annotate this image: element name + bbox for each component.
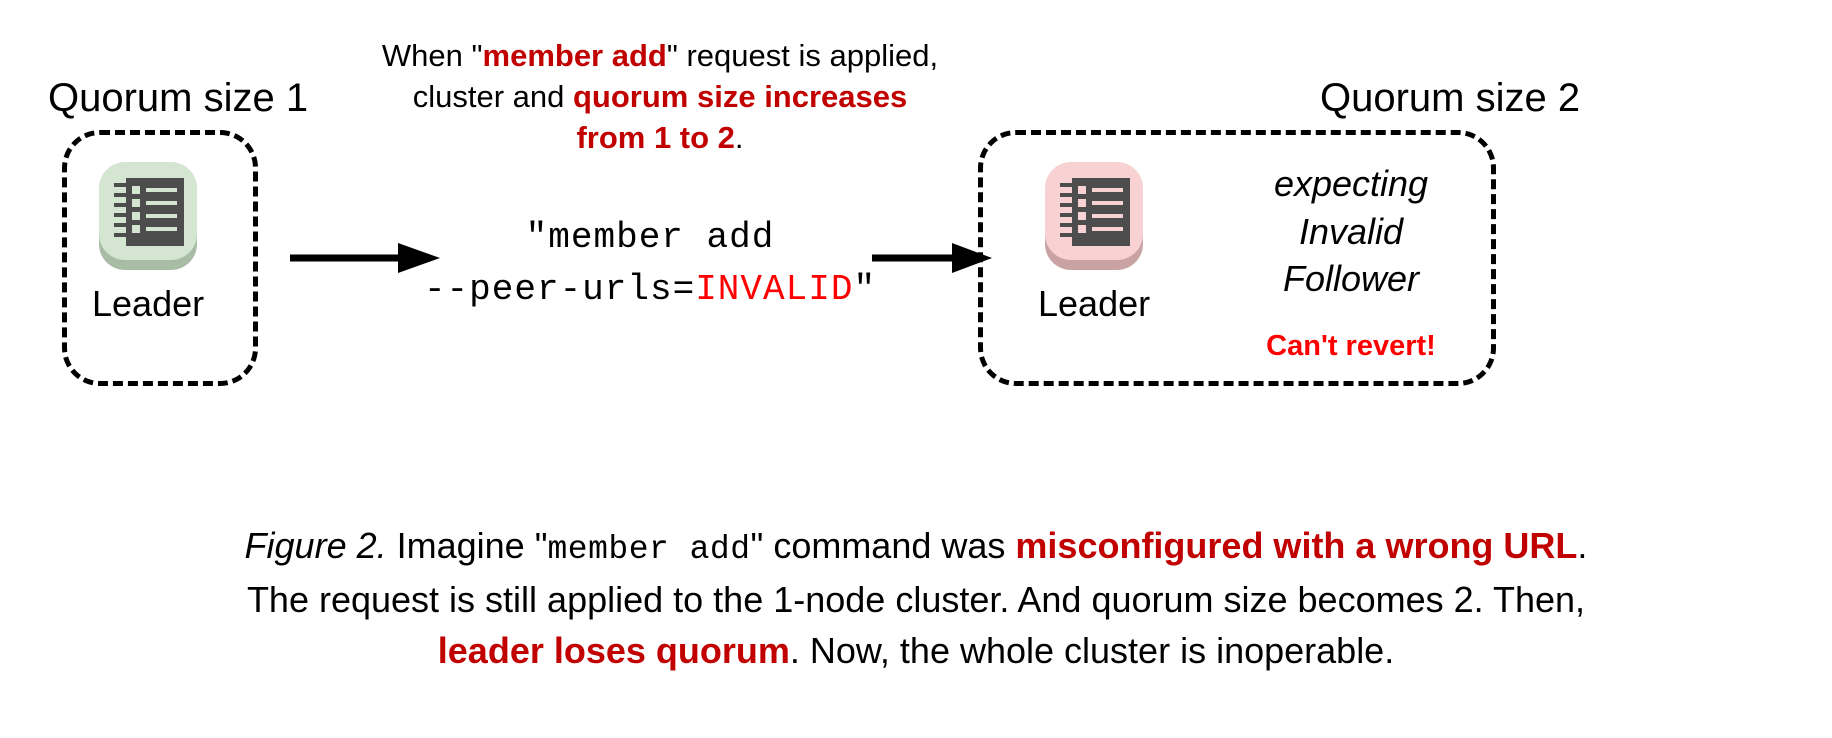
- status-line-1: expecting: [1273, 163, 1429, 204]
- command-text: "member add --peer-urls=INVALID": [400, 212, 900, 316]
- caption-command-mono: member add: [547, 531, 751, 568]
- right-cluster-title: Quorum size 2: [1320, 76, 1581, 120]
- arrow-right-icon: [290, 243, 440, 273]
- expected-follower-status: expecting Invalid Follower: [1228, 160, 1474, 303]
- caption-figure-label: Figure 2.: [244, 525, 387, 566]
- right-cluster-boundary: [978, 130, 1496, 386]
- caption-text-2: " command was: [750, 525, 1016, 566]
- top-note-highlight-from-1-to-2: from 1 to 2: [576, 119, 735, 155]
- status-line-2: Invalid: [1298, 210, 1404, 252]
- caption-text-4: The request is still applied to the 1-no…: [246, 578, 1586, 620]
- left-node: Leader: [92, 158, 204, 322]
- top-annotation: When "member add" request is applied, cl…: [352, 36, 968, 159]
- status-line-3: Follower: [1282, 258, 1420, 300]
- left-cluster-title: Quorum size 1: [48, 76, 309, 120]
- top-note-part3: cluster and: [412, 78, 573, 114]
- top-note-highlight-member-add: member add: [482, 38, 667, 73]
- caption-highlight-misconfigured: misconfigured with a wrong URL: [1015, 525, 1578, 566]
- server-rack-icon: [114, 178, 185, 246]
- figure-caption: Figure 2. Imagine "member add" command w…: [56, 520, 1776, 676]
- top-note-part4: .: [734, 119, 744, 155]
- left-node-label: Leader: [92, 283, 205, 324]
- command-invalid-value: INVALID: [695, 269, 854, 311]
- server-rack-icon: [1060, 178, 1131, 246]
- command-closing-quote: ": [853, 269, 877, 311]
- top-note-highlight-quorum-increase: quorum size increases: [573, 78, 908, 114]
- caption-highlight-leader-loses-quorum: leader loses quorum: [437, 629, 790, 671]
- left-cluster-boundary: [62, 130, 258, 386]
- command-line-1: "member add: [525, 217, 775, 258]
- cannot-revert-warning: Can't revert!: [1266, 330, 1436, 362]
- right-node-icon-wrap: [1041, 158, 1147, 280]
- right-node-label: Leader: [1038, 283, 1151, 324]
- right-node: Leader: [1038, 158, 1150, 322]
- caption-text-5: . Now, the whole cluster is inoperable.: [789, 629, 1395, 671]
- command-line-2: --peer-urls=INVALID": [400, 264, 900, 316]
- caption-text-3: .: [1577, 525, 1588, 566]
- command-flag: --peer-urls=: [423, 269, 696, 311]
- top-note-part2: " request is applied,: [666, 38, 939, 73]
- left-node-icon-wrap: [95, 158, 201, 280]
- arrow-right-icon: [872, 243, 992, 273]
- caption-text-1: Imagine ": [386, 525, 548, 566]
- top-note-part1: When ": [381, 38, 483, 73]
